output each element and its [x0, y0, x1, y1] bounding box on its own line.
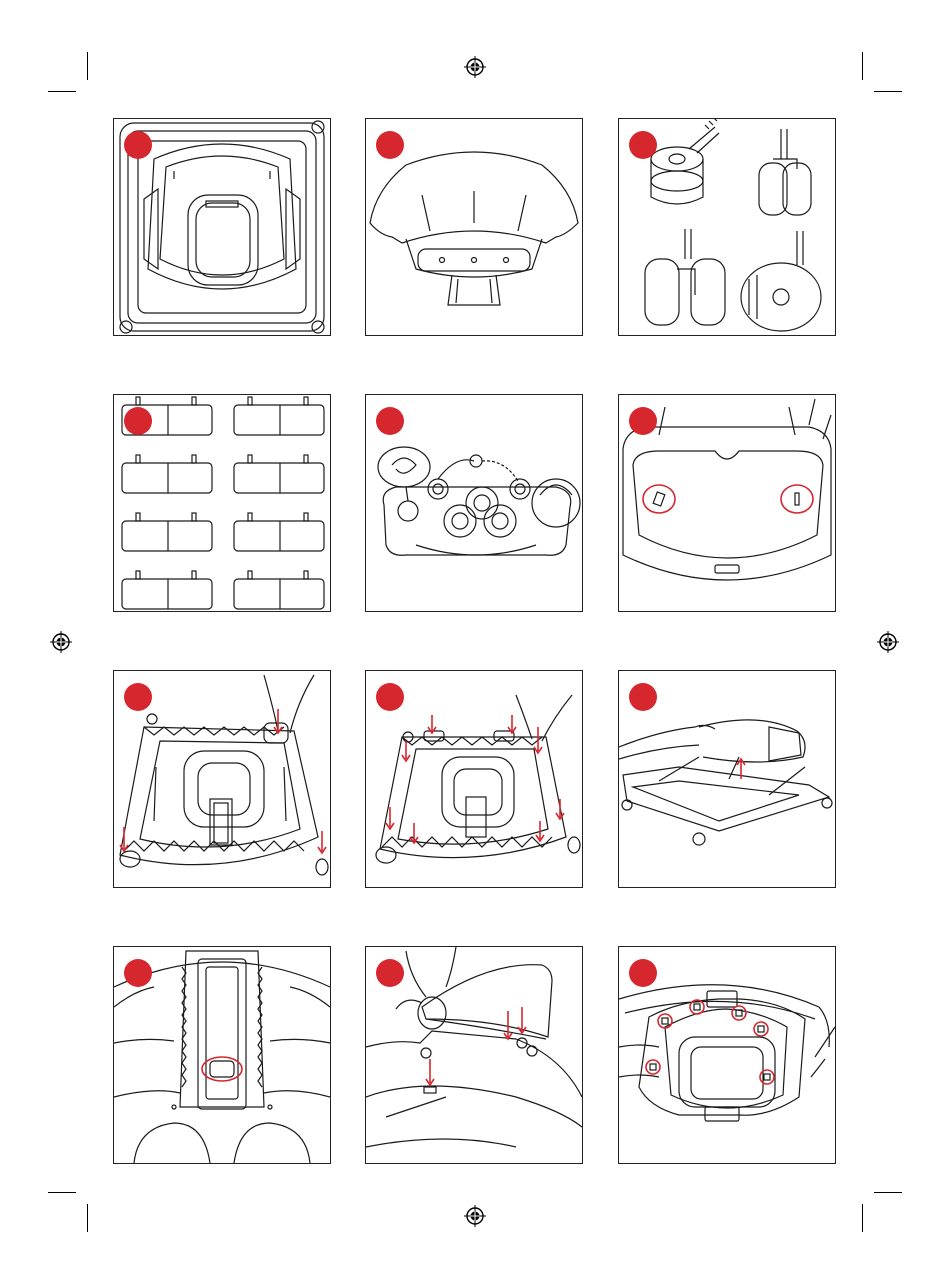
step-number-badge [629, 959, 657, 987]
step-panel-5 [365, 394, 583, 612]
registration-mark-icon [50, 631, 72, 653]
crop-mark [48, 1192, 76, 1193]
step-number-badge [124, 683, 152, 711]
step-panel-2 [365, 118, 583, 336]
registration-mark-icon [464, 1205, 486, 1227]
step-number-badge [376, 959, 404, 987]
step-panel-6 [618, 394, 836, 612]
crop-mark [862, 1204, 863, 1232]
step-panel-12 [618, 946, 836, 1164]
step-number-badge [376, 683, 404, 711]
step-panel-11 [365, 946, 583, 1164]
step-number-badge [376, 131, 404, 159]
crop-mark [874, 1192, 902, 1193]
step-panel-9 [618, 670, 836, 888]
crop-mark [48, 91, 76, 92]
step-panel-7 [113, 670, 331, 888]
step-number-badge [629, 131, 657, 159]
step-number-badge [376, 407, 404, 435]
registration-mark-icon [464, 56, 486, 78]
step-panel-3 [618, 118, 836, 336]
crop-mark [87, 52, 88, 80]
step-number-badge [124, 959, 152, 987]
crop-mark [87, 1204, 88, 1232]
crop-mark [874, 91, 902, 92]
step-number-badge [124, 407, 152, 435]
step-panel-8 [365, 670, 583, 888]
step-number-badge [124, 131, 152, 159]
crop-mark [862, 52, 863, 80]
step-number-badge [629, 683, 657, 711]
step-panel-10 [113, 946, 331, 1164]
step-panel-4 [113, 394, 331, 612]
step-panel-1 [113, 118, 331, 336]
step-number-badge [629, 407, 657, 435]
registration-mark-icon [877, 631, 899, 653]
